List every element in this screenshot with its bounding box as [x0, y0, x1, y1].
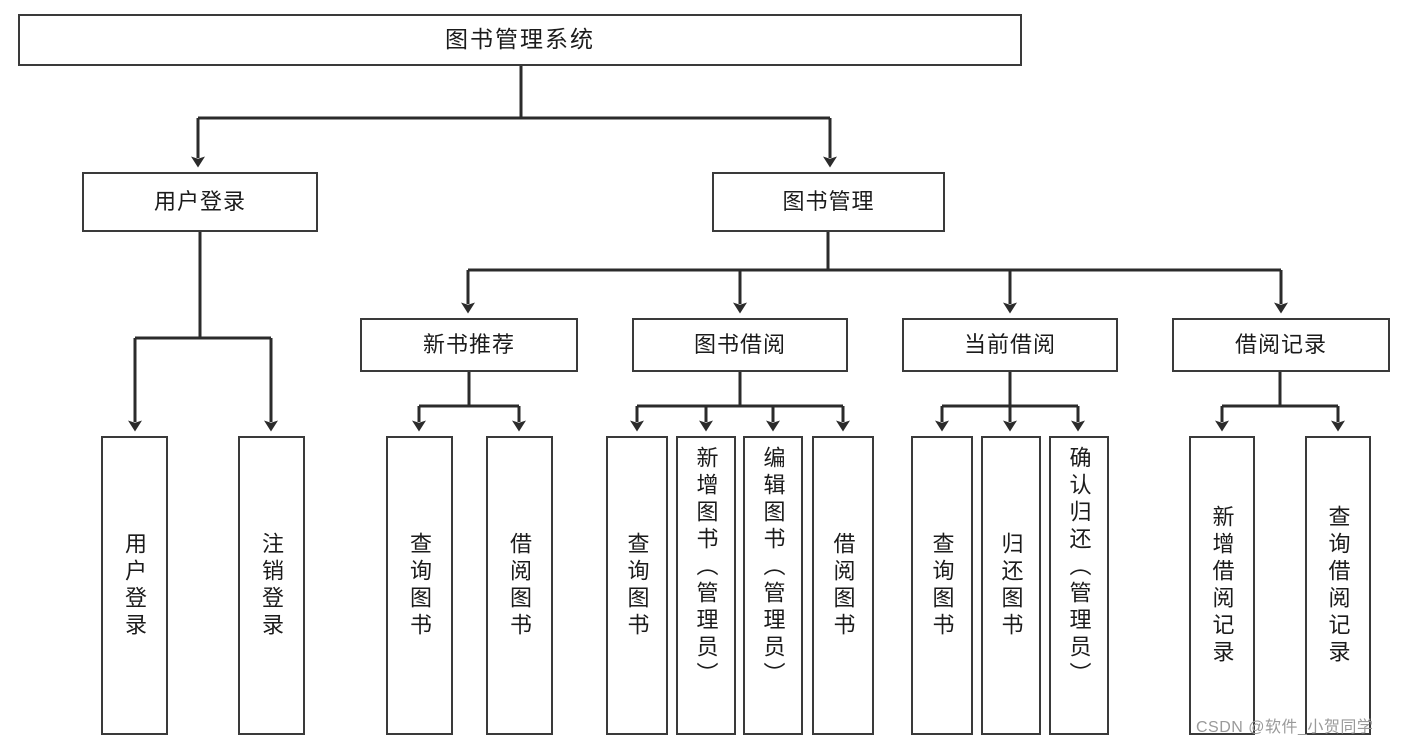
node-book-management[interactable]: 图书管理: [712, 172, 945, 232]
node-label: 用户登录: [153, 189, 246, 215]
leaf-current-return-book[interactable]: 归还图书: [981, 436, 1041, 735]
node-label: 图书管理: [782, 189, 875, 215]
node-label: 当前借阅: [963, 332, 1056, 358]
node-book-borrow[interactable]: 图书借阅: [632, 318, 848, 372]
node-label: 查询图书: [929, 531, 955, 640]
node-borrow-record[interactable]: 借阅记录: [1172, 318, 1390, 372]
leaf-borrow-borrow-book[interactable]: 借阅图书: [812, 436, 874, 735]
node-current-borrow[interactable]: 当前借阅: [902, 318, 1118, 372]
leaf-borrow-edit-book-admin[interactable]: 编辑图书（管理员）: [743, 436, 803, 735]
leaf-record-add-record[interactable]: 新增借阅记录: [1189, 436, 1255, 735]
node-label: 确认归还（管理员）: [1066, 446, 1092, 689]
leaf-borrow-query-book[interactable]: 查询图书: [606, 436, 668, 735]
node-user-login[interactable]: 用户登录: [82, 172, 318, 232]
leaf-recommend-query-book[interactable]: 查询图书: [386, 436, 453, 735]
leaf-user-login-logout[interactable]: 注销登录: [238, 436, 305, 735]
node-label: 编辑图书（管理员）: [760, 446, 786, 689]
node-label: 查询借阅记录: [1325, 504, 1351, 667]
node-label: 新增图书（管理员）: [693, 446, 719, 689]
node-label: 归还图书: [998, 531, 1024, 640]
node-label: 图书借阅: [693, 332, 786, 358]
node-label: 借阅图书: [830, 531, 856, 640]
node-label: 借阅图书: [507, 531, 533, 640]
leaf-current-confirm-return-admin[interactable]: 确认归还（管理员）: [1049, 436, 1109, 735]
node-label: 新增借阅记录: [1209, 504, 1235, 667]
node-new-book-recommend[interactable]: 新书推荐: [360, 318, 578, 372]
leaf-borrow-add-book-admin[interactable]: 新增图书（管理员）: [676, 436, 736, 735]
node-root-system[interactable]: 图书管理系统: [18, 14, 1022, 66]
node-label: 查询图书: [407, 531, 433, 640]
leaf-current-query-book[interactable]: 查询图书: [911, 436, 973, 735]
node-label: 图书管理系统: [445, 26, 595, 53]
node-label: 借阅记录: [1234, 332, 1327, 358]
node-label: 新书推荐: [422, 332, 515, 358]
leaf-record-query-record[interactable]: 查询借阅记录: [1305, 436, 1371, 735]
leaf-user-login-login[interactable]: 用户登录: [101, 436, 168, 735]
node-label: 注销登录: [259, 531, 285, 640]
node-label: 用户登录: [122, 531, 148, 640]
leaf-recommend-borrow-book[interactable]: 借阅图书: [486, 436, 553, 735]
node-label: 查询图书: [624, 531, 650, 640]
